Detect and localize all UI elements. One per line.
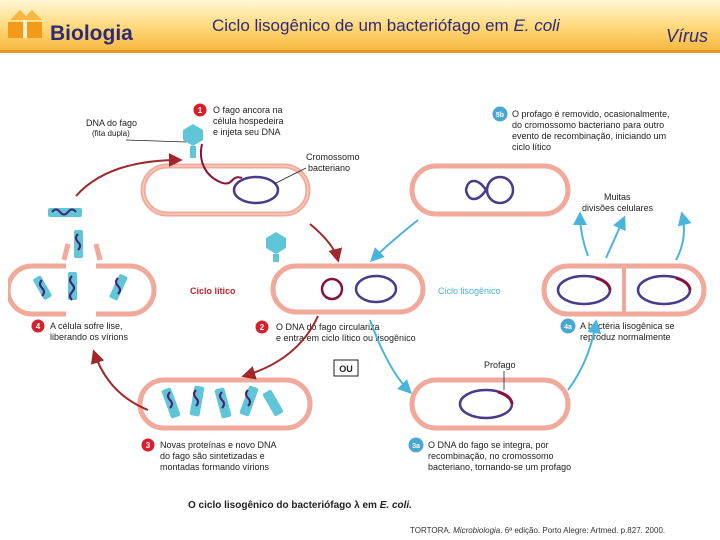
header-divider: [0, 50, 720, 53]
step4-line2: liberando os vírions: [50, 332, 129, 342]
step1-badge-icon: [193, 103, 207, 117]
injected-phage-dna: [200, 143, 243, 185]
step1-badge: 1: [198, 106, 203, 115]
step5b-line4: ciclo lítico: [512, 142, 551, 152]
step4a-line2: reproduz normalmente: [580, 332, 671, 342]
bacterial-chromosome: [232, 175, 280, 205]
arrow-division-right: [675, 211, 692, 261]
step4-badge-icon: [31, 319, 45, 333]
step3a-badge-icon: [408, 437, 424, 453]
empty-phage-capsid-icon: [266, 232, 286, 262]
arrow-1-to-2: [309, 223, 343, 263]
step3a-line2: recombinação, no cromossomo: [428, 451, 554, 461]
phage-dna-pointer: [125, 139, 187, 143]
chromosome-sublabel: bacteriano: [308, 163, 350, 173]
slide-title: Ciclo lisogênico de um bacteriófago em E…: [212, 16, 560, 36]
step5b-line2: do cromossomo bacteriano para outro: [512, 120, 664, 130]
arrow-division-center: [605, 215, 626, 259]
arrow-4-to-1: [75, 153, 183, 197]
or-label: OU: [339, 364, 353, 374]
step1-line3: e injeta seu DNA: [213, 127, 281, 137]
many-divisions-sublabel: divisões celulares: [582, 203, 654, 213]
step4a-badge: 4a: [564, 324, 572, 331]
integrated-prophage: [497, 390, 514, 405]
circular-phage-dna: [320, 277, 344, 301]
assembling-virion-dna: [167, 389, 251, 409]
phage-dna-label: DNA do fago: [86, 118, 137, 128]
cell-circularized: [270, 263, 426, 315]
step2-badge: 2: [260, 323, 265, 332]
arrow-5b-to-2: [370, 219, 419, 262]
step1-line1: O fago ancora na: [213, 105, 283, 115]
step5b-line3: evento de recombinação, iniciando um: [512, 131, 666, 141]
step2-badge-icon: [255, 320, 269, 334]
citation-book: Microbiologia: [453, 526, 501, 535]
cell-prophage: [409, 377, 571, 431]
step4a-badge-icon: [560, 318, 576, 334]
step3a-badge: 3a: [412, 443, 420, 450]
step3a-line3: bacteriano, tornando-se um profago: [428, 462, 571, 472]
released-virions: [33, 208, 128, 301]
prophage-label: Profago: [484, 360, 516, 370]
bacterial-chromosome-2: [354, 274, 398, 304]
step5b-badge-icon: [492, 106, 508, 122]
or-box: [333, 359, 359, 377]
step4-line1: A célula sofre lise,: [50, 321, 123, 331]
step3-badge: 3: [146, 441, 151, 450]
step4a-line1: A bactéria lisogênica se: [580, 321, 675, 331]
step3-line3: montadas formando vírions: [160, 462, 270, 472]
step2-line1: O DNA do fago circulariza: [276, 322, 380, 332]
cell-excision: [409, 163, 571, 217]
arrow-2-to-3a: [369, 319, 412, 394]
arrow-division-left: [573, 211, 589, 257]
step3-badge-icon: [141, 438, 155, 452]
step3a-line1: O DNA do fago se integra, por: [428, 440, 549, 450]
chromosome-label: Cromossomo: [306, 152, 360, 162]
citation-details: . 6ª edição. Porto Alegre: Artmed. p.827…: [500, 526, 666, 535]
header-bar: [0, 0, 720, 50]
subject-title: Biologia: [50, 22, 133, 45]
step4-badge: 4: [36, 322, 41, 331]
citation: TORTORA. Microbiologia. 6ª edição. Porto…: [410, 526, 665, 535]
figure-caption: O ciclo lisogênico do bacteriófago λ em …: [188, 500, 412, 511]
cycle-diagram: DNA do fago (fita dupla) Cromossomo bact…: [5, 103, 707, 511]
step5b-badge: 5b: [496, 112, 504, 119]
step2-line2: e entra em ciclo lítico ou lisogênico: [276, 333, 416, 343]
chromosome-pointer: [273, 167, 307, 185]
figure-caption-main: O ciclo lisogênico do bacteriófago λ em: [188, 500, 380, 511]
cell-dividing: [541, 263, 707, 317]
step5b-line1: O profago é removido, ocasionalmente,: [512, 109, 670, 119]
cell-infection: [140, 124, 311, 217]
arrow-3a-to-4a: [567, 319, 602, 391]
released-virion-dna: [39, 208, 121, 301]
biology-logo-icon: [8, 10, 42, 38]
figure-caption-species: E. coli.: [380, 500, 412, 511]
step1-line2: célula hospedeira: [213, 116, 284, 126]
cell-lysis: [5, 243, 157, 317]
lysogenic-cycle-label: Ciclo lisogênico: [438, 286, 501, 296]
many-divisions-label: Muitas: [604, 192, 631, 202]
section-label: Vírus: [665, 26, 708, 46]
phage-icon: [183, 124, 203, 158]
step3-line2: do fago são sintetizadas e: [160, 451, 265, 461]
title-main-text: Ciclo lisogênico de um bacteriófago em: [212, 16, 514, 35]
step3-line1: Novas proteínas e novo DNA: [160, 440, 277, 450]
phage-dna-sublabel: (fita dupla): [92, 129, 130, 138]
citation-prefix: TORTORA.: [410, 526, 454, 535]
lysogenic-cycle-figure: DNA do fago (fita dupla) Cromossomo bact…: [5, 84, 711, 520]
arrow-2-to-3: [241, 315, 319, 380]
title-species: E. coli: [513, 16, 560, 35]
lytic-cycle-label: Ciclo lítico: [190, 286, 236, 296]
arrow-3-to-4: [90, 349, 149, 411]
